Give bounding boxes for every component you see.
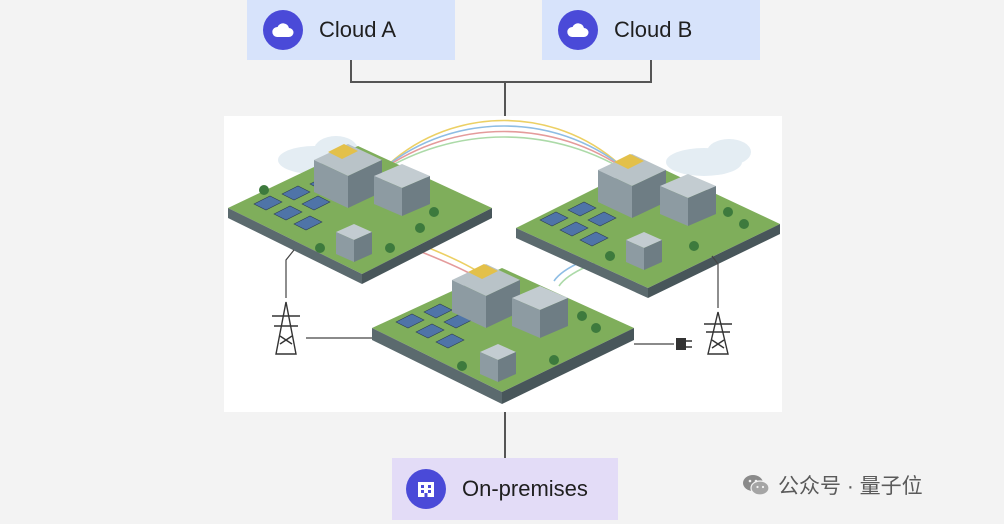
cloud-a-node: Cloud A [247, 0, 455, 60]
cloud-b-label: Cloud B [614, 17, 693, 42]
transmission-tower-right [704, 311, 732, 355]
building-icon [406, 469, 446, 509]
on-premises-node: On-premises [392, 458, 618, 520]
datacenter-campus-center [372, 264, 634, 404]
on-premises-label: On-premises [462, 476, 588, 501]
cloud-b-node: Cloud B [542, 0, 760, 60]
power-plug [676, 338, 692, 350]
datacenter-campus-right [516, 154, 780, 298]
connector-cloud-b [505, 60, 652, 83]
datacenter-building [598, 154, 716, 270]
wechat-icon [743, 475, 770, 496]
watermark-text: 公众号 · 量子位 [778, 475, 923, 498]
power-lines [285, 249, 719, 345]
cloud-icon [263, 10, 303, 50]
cloud-icon [558, 10, 598, 50]
datacenter-building [452, 264, 568, 382]
connector-cloud-a [350, 60, 505, 83]
datacenter-campus-left [228, 144, 492, 284]
datacenter-building [314, 144, 430, 262]
transmission-tower-left [272, 301, 300, 355]
watermark: 公众号 · 量子位 [742, 470, 923, 500]
datacenter-illustration [224, 116, 782, 412]
cloud-a-label: Cloud A [319, 17, 397, 42]
